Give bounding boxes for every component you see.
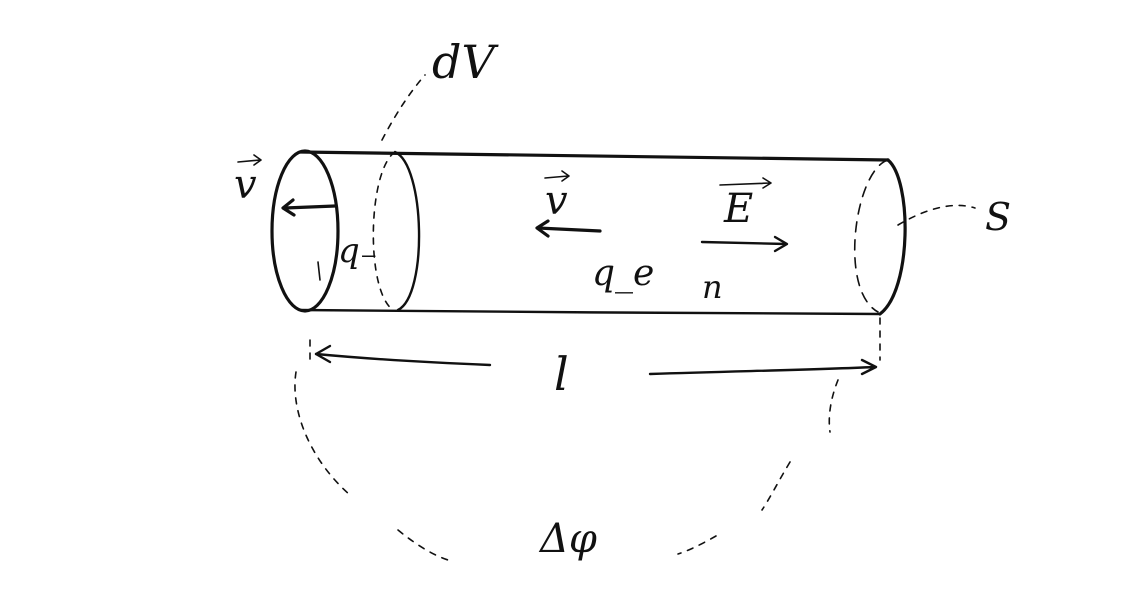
label-charge-center: q_e xyxy=(592,253,654,294)
v-center-vector-mark xyxy=(544,170,570,182)
cylinder-bottom-edge xyxy=(298,308,882,316)
cylinder xyxy=(270,149,907,316)
left-small-mark xyxy=(317,261,321,281)
left-end-face xyxy=(270,149,340,313)
left-velocity-arrow xyxy=(281,198,337,217)
volume-element-back xyxy=(372,151,396,311)
label-S: S xyxy=(985,195,1011,239)
label-E: E xyxy=(723,186,753,232)
cylinder-top-edge xyxy=(298,150,890,162)
label-charge-left: q₋ xyxy=(338,231,378,271)
label-n: n xyxy=(702,268,723,306)
right-end-front xyxy=(878,158,907,316)
v-left-vector-mark xyxy=(237,154,262,166)
label-l: l xyxy=(554,347,569,401)
potential-arc xyxy=(294,371,839,561)
label-v-center: v xyxy=(545,178,568,224)
center-velocity-arrow xyxy=(535,219,602,238)
label-dV: dV xyxy=(432,35,499,89)
E-vector-mark xyxy=(719,177,772,189)
right-end-back xyxy=(853,159,889,313)
label-delta-phi: Δφ xyxy=(538,516,597,562)
electric-field-arrow xyxy=(700,235,789,253)
volume-element-front xyxy=(393,150,421,312)
length-dimension xyxy=(309,317,881,376)
S-leader-line xyxy=(897,204,976,226)
label-v-left: v xyxy=(234,162,257,208)
dV-leader-line xyxy=(381,74,426,141)
